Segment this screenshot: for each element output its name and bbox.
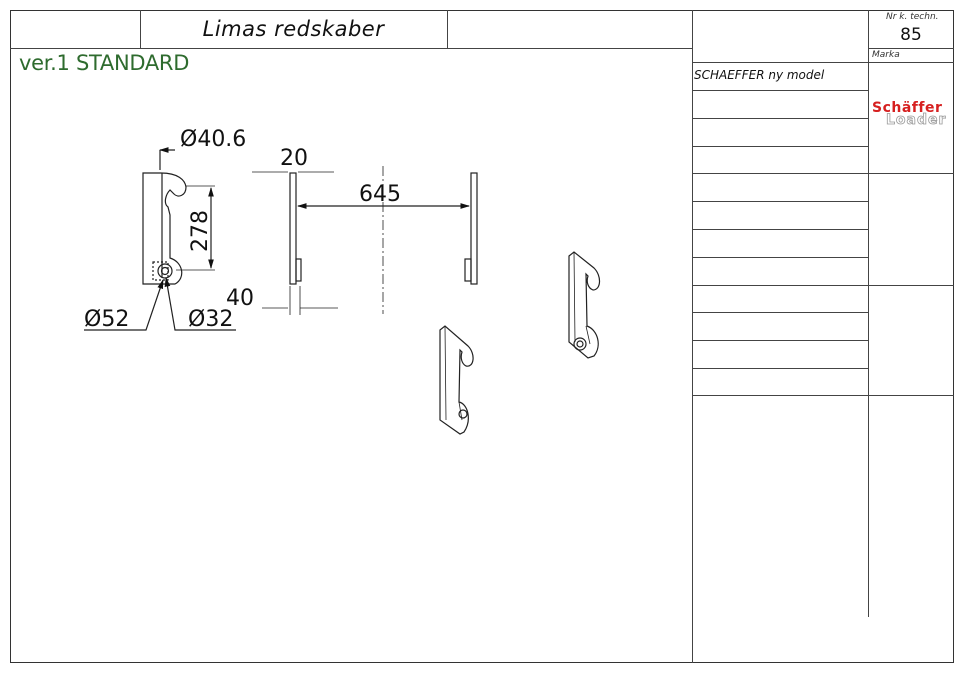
- plate-front-right-tab: [464, 258, 472, 282]
- title-row-divider: [10, 48, 693, 49]
- model-name: SCHAEFFER ny model: [694, 68, 825, 82]
- number-row-divider: [868, 48, 954, 49]
- info-subcolumn-divider: [868, 10, 869, 617]
- bracket-side-view: [142, 172, 187, 285]
- drawing-number: 85: [900, 25, 922, 45]
- drawing-title: Limas redskaber: [202, 17, 385, 41]
- dim-spacing: 645: [359, 182, 401, 207]
- info-column-divider: [692, 10, 693, 663]
- pin-hole-outer: [157, 263, 173, 279]
- table-row-line: [692, 173, 868, 174]
- dim-hook-diameter: Ø40.6: [180, 127, 246, 152]
- plate-front-left: [289, 172, 297, 285]
- bracket-isometric-left: [439, 325, 474, 435]
- bracket-isometric-right: [568, 251, 601, 359]
- dim-pin-diameter: Ø32: [188, 307, 233, 332]
- table-row-line: [692, 90, 868, 91]
- table-row-line: [692, 368, 868, 369]
- info-row-divider: [692, 395, 954, 396]
- number-label: Nr k. techn.: [886, 12, 939, 22]
- dim-line-offset: [262, 286, 338, 315]
- leader-outer-diameter: [84, 279, 164, 331]
- plate-front-left-tab: [295, 258, 302, 282]
- leader-pin-diameter: [164, 277, 236, 331]
- table-row-line: [692, 285, 954, 286]
- title-cell-divider-right: [447, 10, 448, 48]
- drawing-sheet: [10, 10, 954, 663]
- table-row-line: [692, 257, 868, 258]
- dim-height: 278: [188, 210, 213, 252]
- title-cell-divider-left: [140, 10, 141, 48]
- version-label: ver.1 STANDARD: [19, 51, 190, 75]
- dim-line-height-ext: [176, 185, 215, 271]
- brand-label: Marka: [872, 50, 900, 60]
- logo-row-divider: [868, 173, 954, 174]
- pin-hole-inner: [160, 266, 170, 276]
- table-row-line: [692, 118, 868, 119]
- brand-logo-bottom: Loader: [886, 112, 947, 129]
- brand-logo-top: Schäffer: [872, 100, 943, 116]
- dim-width: 20: [280, 146, 308, 171]
- table-row-line: [692, 146, 868, 147]
- table-row-line: [692, 229, 868, 230]
- table-row-line: [692, 340, 868, 341]
- hidden-pin-outline: [152, 261, 169, 281]
- dim-outer-diameter: Ø52: [84, 307, 129, 332]
- dim-line-hook: [160, 150, 175, 170]
- dim-offset: 40: [226, 286, 254, 311]
- table-row-line: [692, 312, 868, 313]
- plate-front-right: [470, 172, 478, 285]
- brand-row-divider: [692, 62, 954, 63]
- table-row-line: [692, 201, 868, 202]
